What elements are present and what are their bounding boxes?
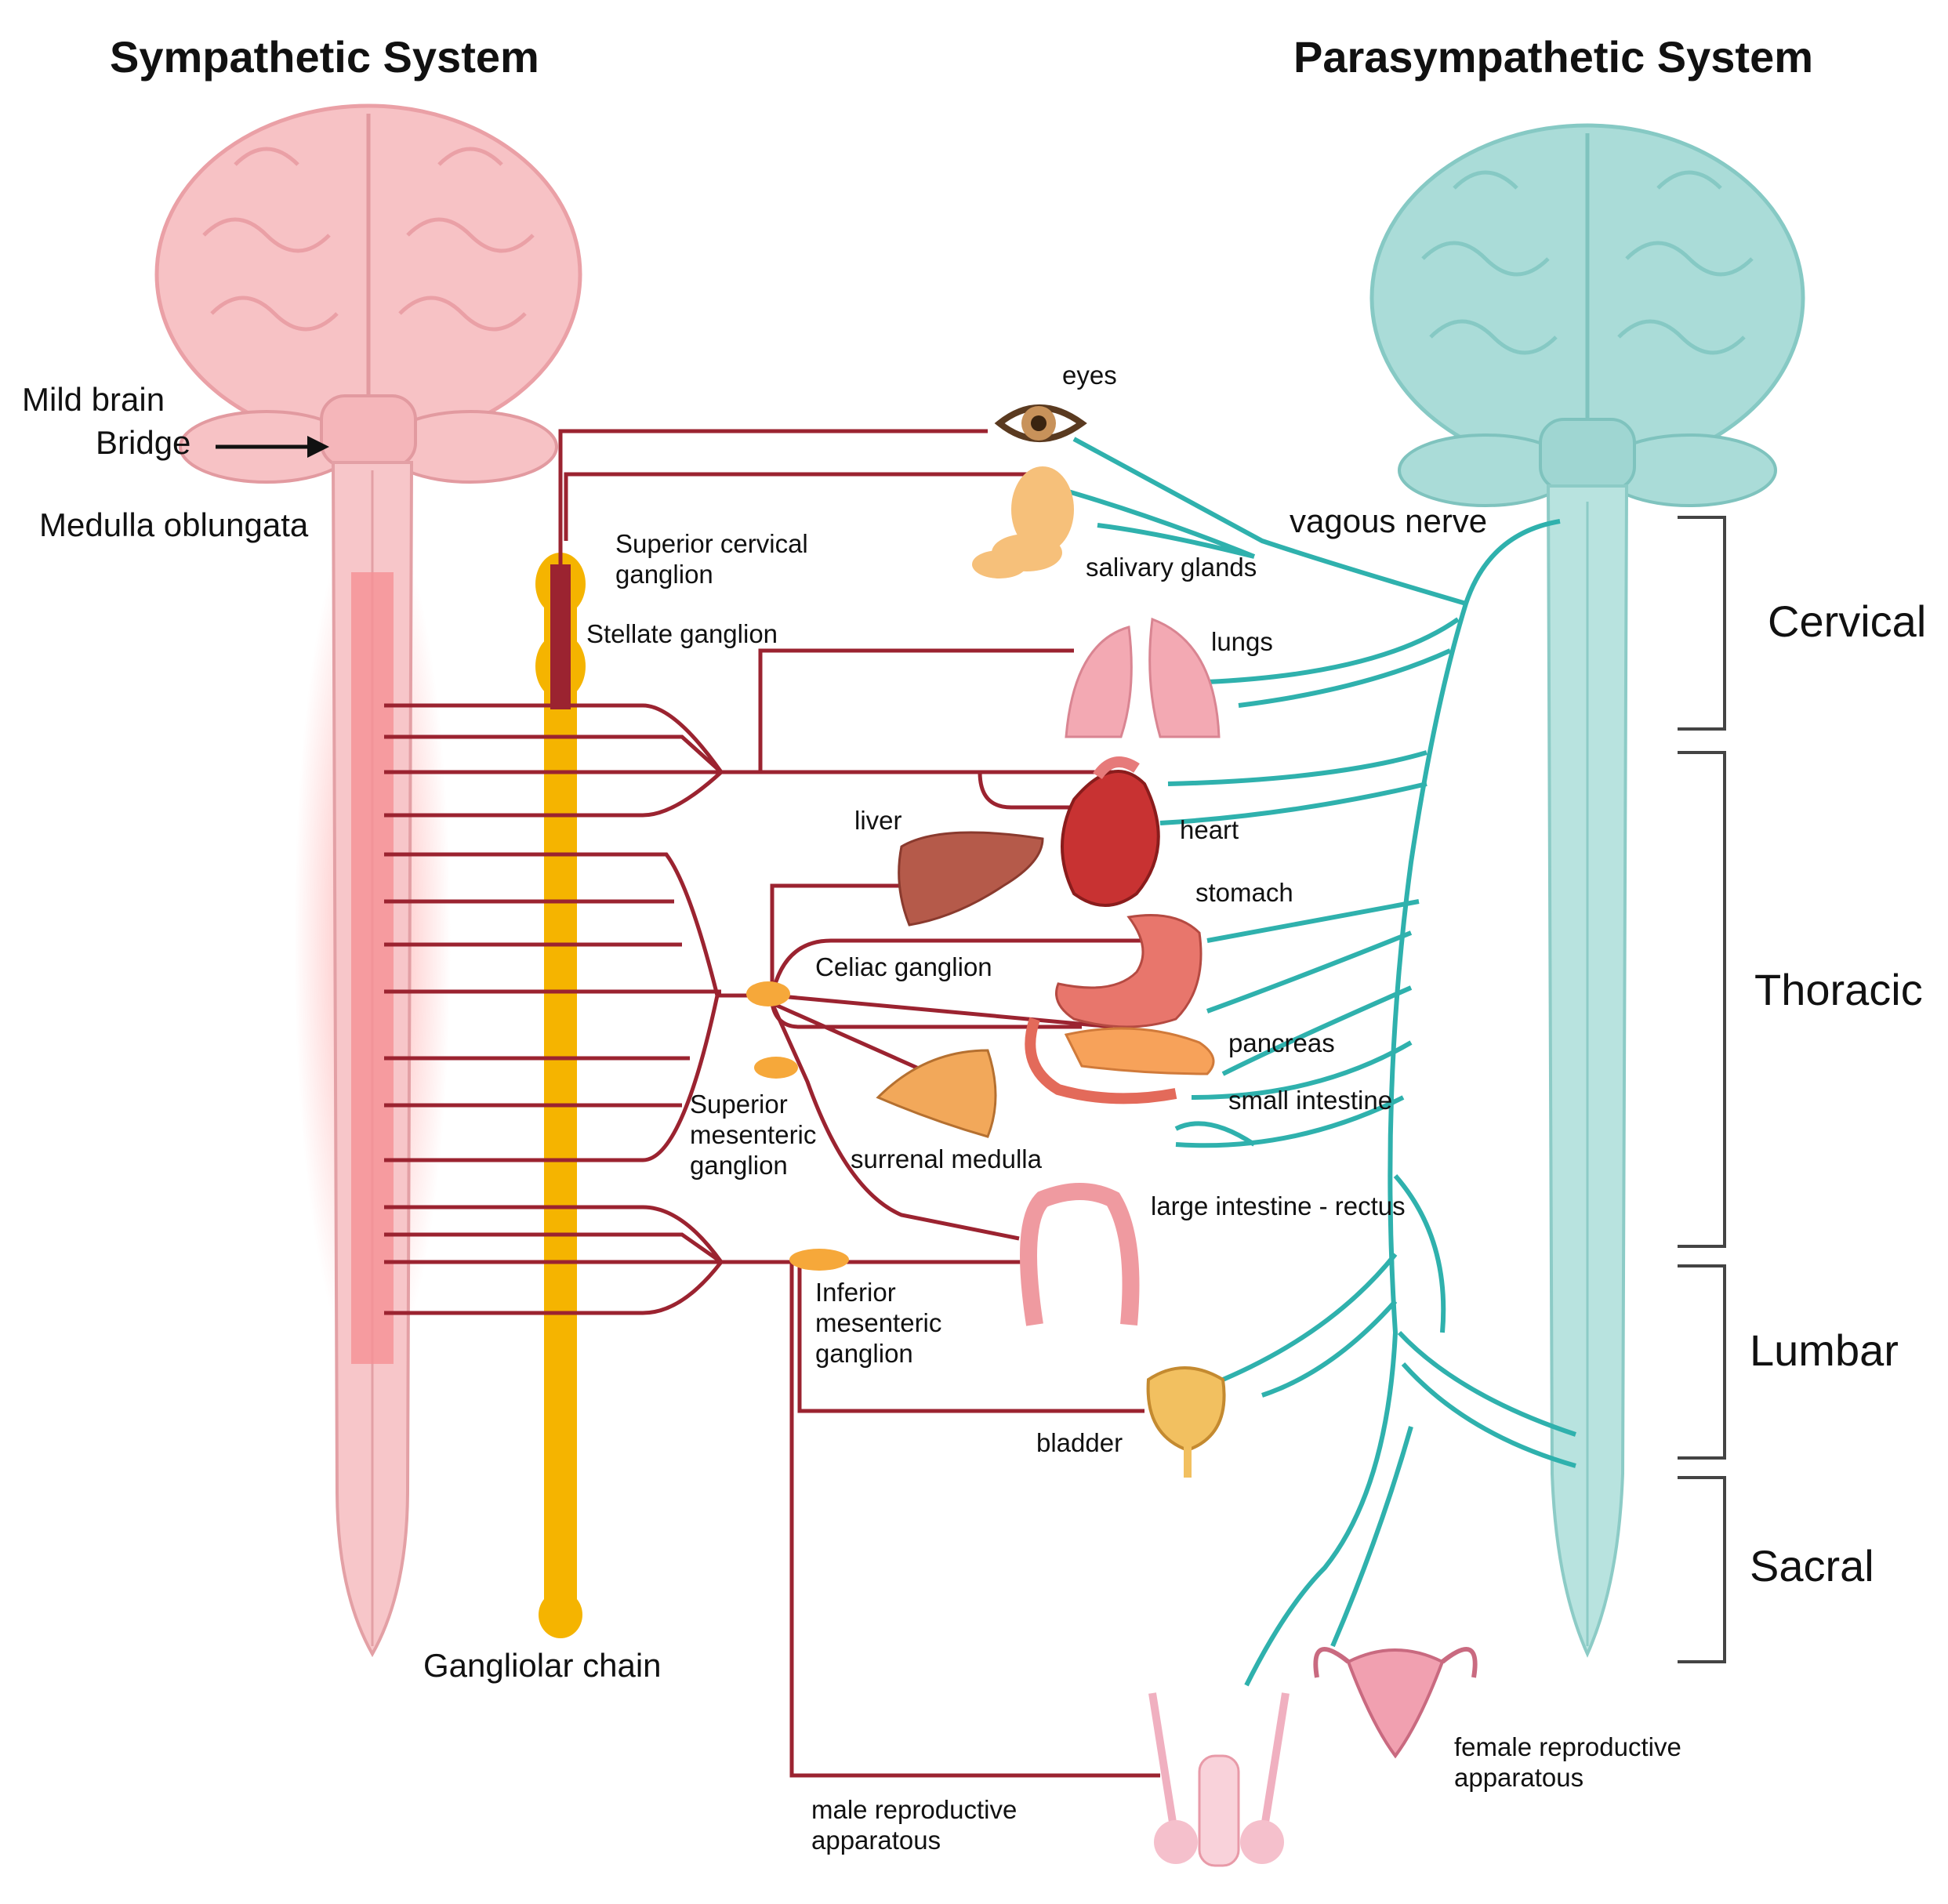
liver-illustration (898, 831, 1044, 927)
mild-brain-label: Mild brain (22, 381, 165, 418)
large-intestine-illustration (1020, 1183, 1140, 1326)
sympathetic-brain (154, 103, 582, 484)
heart-label: heart (1180, 815, 1239, 844)
stomach-label: stomach (1195, 878, 1293, 907)
superior-mesenteric-ganglion-label: Superior mesenteric ganglion (690, 1090, 817, 1180)
celiac-ganglion-label: Celiac ganglion (815, 952, 992, 981)
sympathetic-title: Sympathetic System (110, 32, 539, 82)
inferior-mesenteric-ganglion-marker (789, 1249, 849, 1271)
region-brackets (1678, 516, 1726, 1663)
female-reproductive-illustration (1313, 1647, 1478, 1759)
eye-illustration (994, 404, 1087, 442)
bracket-lumbar (1678, 1264, 1726, 1460)
bracket-cervical (1678, 516, 1726, 731)
bracket-thoracic (1678, 751, 1726, 1248)
sympathetic-nerves (384, 429, 1160, 1778)
bladder-illustration (1146, 1366, 1226, 1478)
liver-label: liver (854, 806, 902, 835)
bridge-label: Bridge (96, 424, 191, 461)
male-reproductive-illustration (1148, 1692, 1290, 1867)
superior-cervical-ganglion-label: Superior cervical ganglion (615, 529, 808, 589)
stomach-illustration (1055, 914, 1203, 1028)
small-intestine-label: small intestine (1228, 1086, 1393, 1115)
lungs-label: lungs (1211, 627, 1273, 656)
vagus-nerve-label: vagous nerve (1290, 502, 1488, 539)
large-intestine-label: large intestine - rectus (1151, 1191, 1406, 1220)
arrow-head (307, 436, 329, 458)
medulla-label: Medulla oblungata (39, 506, 309, 543)
eyes-label: eyes (1062, 361, 1117, 390)
parasympathetic-nerves (1034, 437, 1576, 1687)
bladder-label: bladder (1036, 1428, 1123, 1457)
salivary-glands-label: salivary glands (1086, 553, 1257, 582)
lumbar-label: Lumbar (1750, 1326, 1899, 1375)
ganglion-markers (746, 981, 849, 1271)
stellate-ganglion-label: Stellate ganglion (586, 619, 778, 648)
salivary-glands-illustration (972, 466, 1074, 578)
small-intestine-illustration (1025, 1017, 1177, 1104)
parasympathetic-spinal-cord (1546, 484, 1629, 1658)
pancreas-illustration (1064, 1027, 1215, 1075)
male-reproductive-label: male reproductive apparatous (811, 1795, 1018, 1855)
parasympathetic-title: Parasympathetic System (1293, 32, 1814, 82)
female-reproductive-label: female reproductive apparatous (1454, 1732, 1681, 1792)
sacral-label: Sacral (1750, 1541, 1874, 1590)
bracket-sacral (1678, 1476, 1726, 1663)
pancreas-label: pancreas (1228, 1028, 1335, 1057)
thoracic-label: Thoracic (1754, 965, 1923, 1014)
lungs-illustration (1065, 617, 1221, 738)
superior-mesenteric-ganglion-marker (754, 1057, 798, 1079)
cervical-label: Cervical (1768, 597, 1927, 646)
heart-illustration (1061, 756, 1160, 907)
celiac-ganglion-marker (746, 981, 790, 1006)
adrenal-illustration (876, 1049, 997, 1138)
inferior-mesenteric-ganglion-label: Inferior mesenteric ganglion (815, 1278, 942, 1368)
parasympathetic-brain (1369, 123, 1805, 507)
surrenal-medulla-label: surrenal medulla (851, 1144, 1042, 1173)
gangliolar-chain (535, 553, 586, 1638)
gangliolar-chain-label: Gangliolar chain (423, 1647, 662, 1684)
